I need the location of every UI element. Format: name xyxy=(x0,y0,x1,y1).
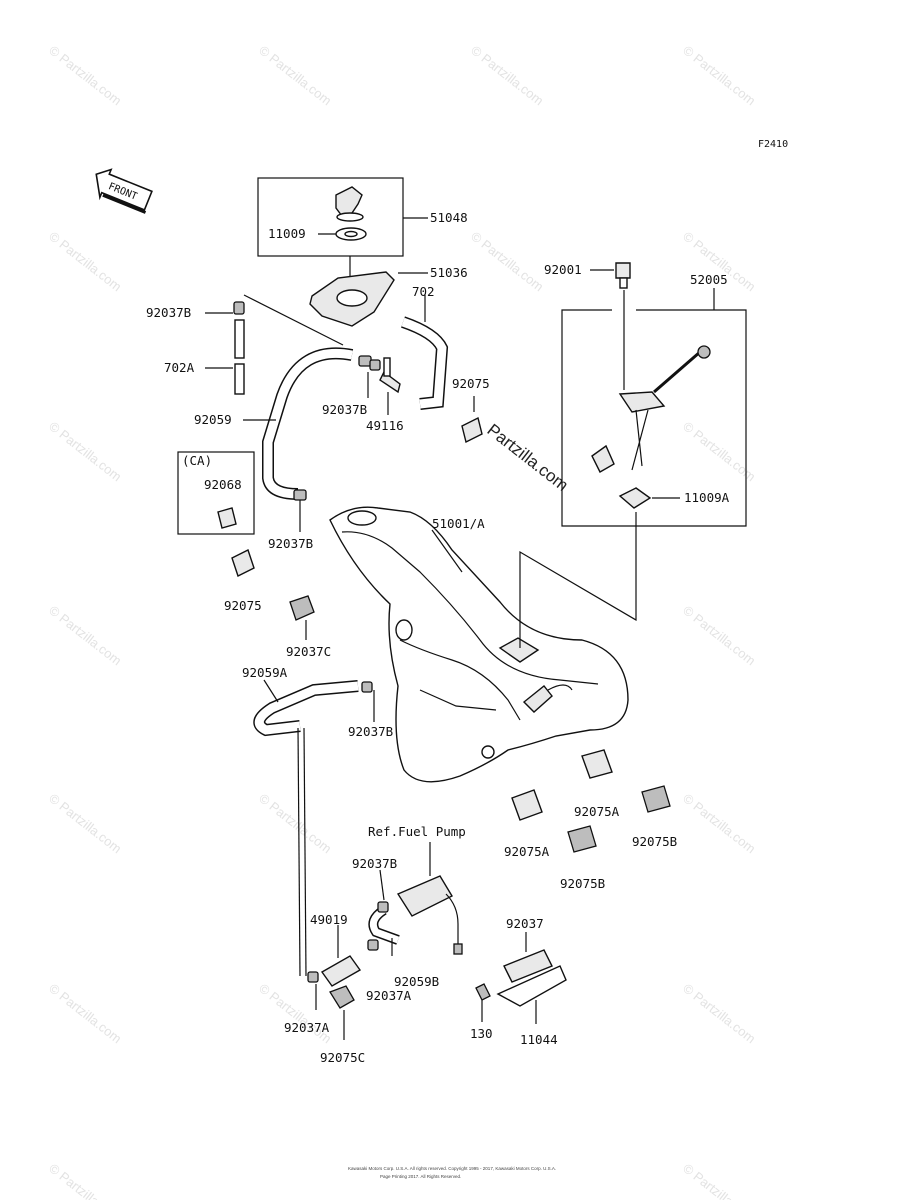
grommet-icon xyxy=(461,416,483,444)
callout-label: 51048 xyxy=(430,210,468,225)
fuel-filter-icon xyxy=(320,955,362,987)
callout-label: 49116 xyxy=(366,418,404,433)
callout-labels: 51048 11009 51036 702 92037B 702A 92001 … xyxy=(146,210,730,1065)
watermark: © Partzilla.com xyxy=(46,791,124,857)
grommet-92075b-icon xyxy=(567,825,597,853)
bracket-icon xyxy=(503,949,553,983)
grommet-icon xyxy=(231,549,255,577)
callout-label: (CA) xyxy=(182,453,212,468)
fuel-cap-assembly xyxy=(257,177,428,278)
watermark: © Partzilla.com xyxy=(256,981,334,1047)
watermark: © Partzilla.com xyxy=(256,43,334,109)
vent-hose-702a xyxy=(205,301,245,395)
callout-label: 92001 xyxy=(544,262,582,277)
watermark: © Partzilla.com xyxy=(46,981,124,1047)
gauge-gasket-icon xyxy=(618,487,652,509)
callout-label: 130 xyxy=(470,1026,493,1041)
callout-label: 49019 xyxy=(310,912,348,927)
callout-label: 92059 xyxy=(194,412,232,427)
callout-label: 52005 xyxy=(690,272,728,287)
watermark: © Partzilla.com xyxy=(680,603,758,669)
callout-label: 51001/A xyxy=(432,516,485,531)
callout-label: 92037B xyxy=(352,856,397,871)
callout-label: 92075B xyxy=(632,834,677,849)
callout-label: 92037 xyxy=(506,916,544,931)
callout-label: 92068 xyxy=(204,477,242,492)
reference-note: Ref.Fuel Pump xyxy=(368,824,466,839)
watermark: © Partzilla.com xyxy=(46,229,124,295)
watermark: © Partzilla.com xyxy=(680,43,758,109)
callout-label: 92037C xyxy=(286,644,331,659)
cap-icon xyxy=(217,507,237,529)
callout-label: 92037A xyxy=(366,988,412,1003)
callout-label: 702A xyxy=(164,360,195,375)
callout-label: 92075A xyxy=(504,844,550,859)
callout-label: 92075B xyxy=(560,876,605,891)
callout-label: 92037B xyxy=(146,305,191,320)
grommet-92075a-icon xyxy=(511,789,543,821)
watermark: © Partzilla.com xyxy=(680,981,758,1047)
grommet-92075b-icon xyxy=(641,785,671,813)
callout-label: 92075 xyxy=(452,376,490,391)
watermark: © Partzilla.com xyxy=(256,791,334,857)
watermark: © Partzilla.com xyxy=(46,43,124,109)
fuel-pump-ref xyxy=(396,842,463,955)
watermark: © Partzilla.com xyxy=(680,419,758,485)
watermark: © Partzilla.com xyxy=(468,229,546,295)
footer-line: Page Printing 2017. All Rights Reserved. xyxy=(380,1174,461,1179)
callout-label: 92059A xyxy=(242,665,288,680)
fuel-tank-icon xyxy=(329,506,629,783)
callout-label: 92037A xyxy=(284,1020,330,1035)
front-arrow-icon: FRONT xyxy=(95,168,153,214)
watermark: © Partzilla.com xyxy=(680,791,758,857)
footer-line: Kawasaki Motors Corp. U.S.A. All rights … xyxy=(348,1166,556,1171)
callout-label: 11044 xyxy=(520,1032,558,1047)
grommet-92075c-icon xyxy=(329,985,355,1009)
watermark: © Partzilla.com xyxy=(46,603,124,669)
cap-base xyxy=(309,271,428,327)
watermark: © Partzilla.com xyxy=(468,43,546,109)
callout-label: 92075A xyxy=(574,804,620,819)
grommet-92075a-icon xyxy=(581,749,613,779)
bolt-icon xyxy=(615,262,631,279)
center-watermark: Partzilla.com xyxy=(484,420,572,495)
fuel-tank xyxy=(329,506,629,783)
gauge-flange-icon xyxy=(618,391,666,413)
callout-label: 92075 xyxy=(224,598,262,613)
plate-icon xyxy=(496,965,567,1007)
watermark: © Partzilla.com xyxy=(680,1161,758,1200)
callout-label: 11009A xyxy=(684,490,730,505)
callout-label: 92037B xyxy=(268,536,313,551)
fuel-gauge-assembly xyxy=(561,262,747,527)
callout-label: 92037B xyxy=(322,402,367,417)
callout-label: 702 xyxy=(412,284,435,299)
ca-variant-box xyxy=(177,451,255,535)
fuel-cap-icon xyxy=(335,186,363,217)
callout-label: 92037B xyxy=(348,724,393,739)
watermark: © Partzilla.com xyxy=(46,1161,124,1200)
float-icon xyxy=(591,444,615,473)
fuel-pump-icon xyxy=(396,875,453,917)
bolt-130-icon xyxy=(475,983,491,1001)
watermark: © Partzilla.com xyxy=(46,419,124,485)
callout-label: 51036 xyxy=(430,265,468,280)
clip-icon xyxy=(289,595,315,621)
callout-label: 11009 xyxy=(268,226,306,241)
joint-icon xyxy=(379,370,401,394)
callout-label: 92075C xyxy=(320,1050,365,1065)
figure-code: F2410 xyxy=(758,139,788,150)
callout-label: 92059B xyxy=(394,974,439,989)
